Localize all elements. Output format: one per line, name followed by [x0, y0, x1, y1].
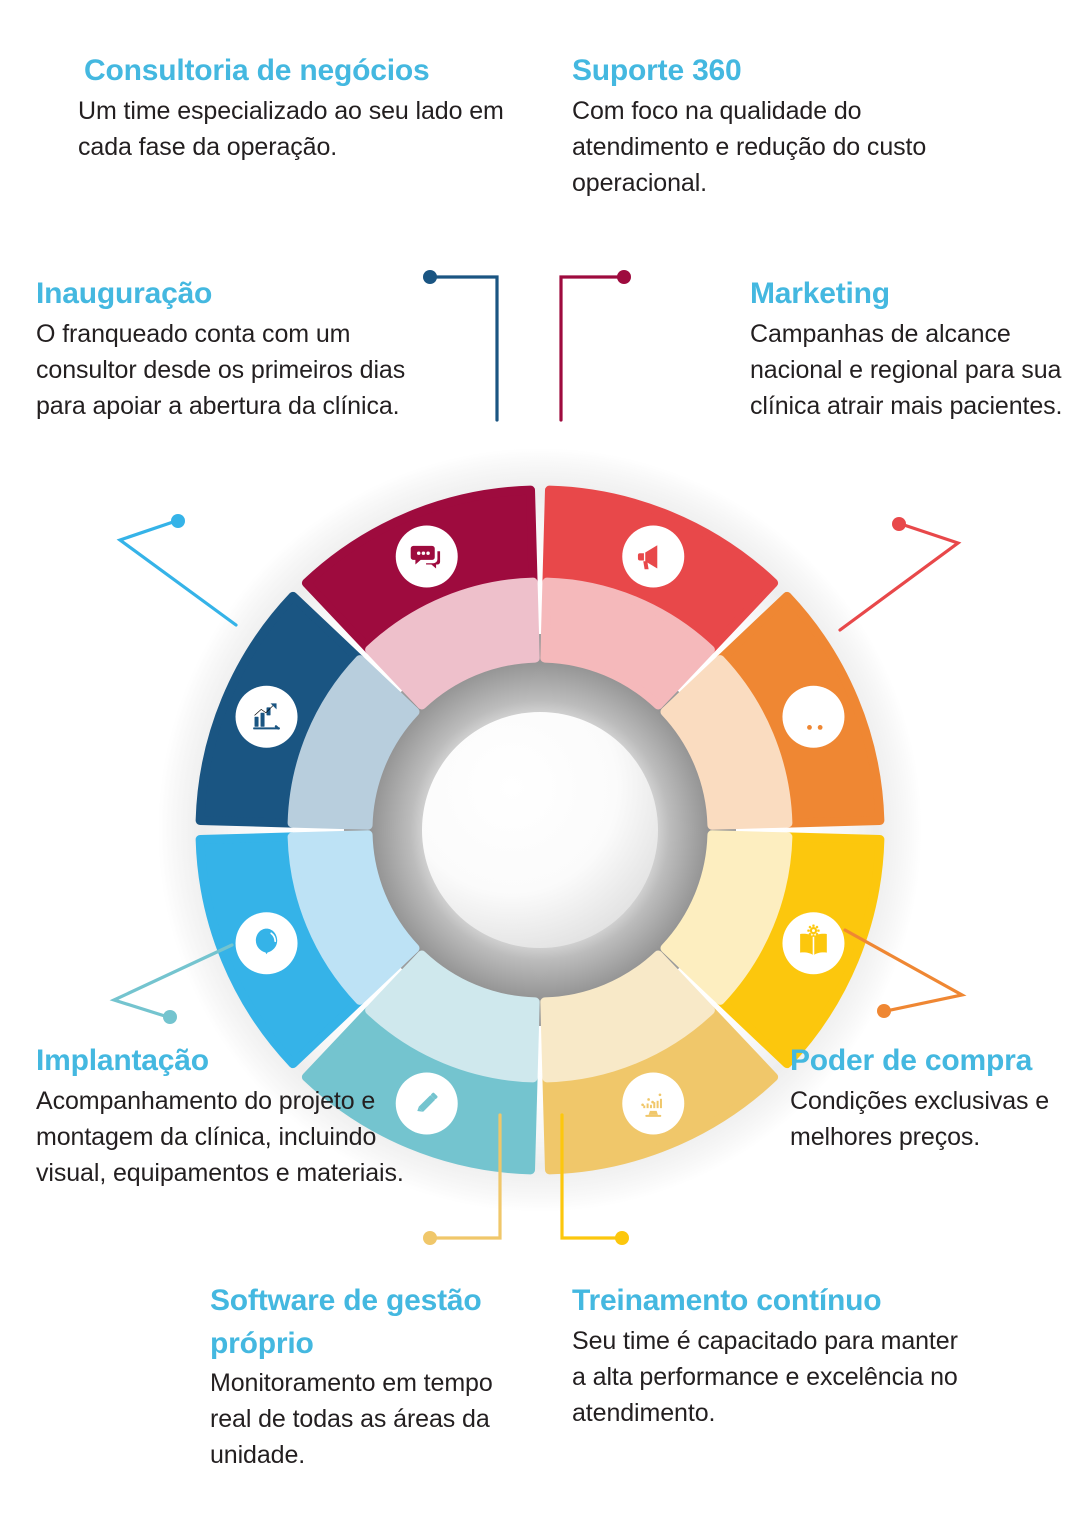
callout-body: Monitoramento em tempo real de todas as … — [210, 1369, 493, 1470]
chart-magnifier-icon — [235, 685, 298, 748]
wheel-segment-light-suporte — [365, 577, 540, 710]
monitor-chart-icon — [622, 1072, 685, 1135]
wheel-segment-light-implantacao — [365, 950, 540, 1083]
callout-title: Consultoria de negócios — [84, 54, 430, 87]
callout-consultoria: Consultoria de negócios Um time especial… — [78, 50, 534, 165]
callout-body: Um time especializado ao seu lado em cad… — [78, 96, 504, 161]
callout-title: Marketing — [750, 277, 890, 310]
callout-body: Condições exclusivas e melhores preços. — [790, 1086, 1050, 1151]
callout-title: Suporte 360 — [572, 54, 742, 87]
callout-suporte-360: Suporte 360 Com foco na qualidade do ate… — [572, 50, 972, 201]
callout-inauguracao: Inauguração O franqueado conta com um co… — [36, 273, 436, 424]
callout-title: Treinamento contínuo — [572, 1284, 882, 1317]
callout-poder-de-compra: Poder de compra Condições exclusivas e m… — [790, 1040, 1080, 1155]
callout-title: Inauguração — [36, 277, 213, 310]
callout-marketing: Marketing Campanhas de alcance nacional … — [750, 273, 1080, 424]
callout-title: Software de gestão próprio — [210, 1284, 482, 1360]
wheel-segment-light-marketing — [540, 577, 715, 710]
wheel-segment-light-poder-de-compra — [660, 655, 793, 830]
callout-body: O franqueado conta com um consultor desd… — [36, 319, 406, 420]
callout-title: Poder de compra — [790, 1044, 1033, 1077]
process-wheel — [108, 398, 972, 1262]
callout-body: Acompanhamento do projeto e montagem da … — [36, 1086, 404, 1187]
book-gear-icon — [782, 912, 845, 975]
wheel-segment-light-treinamento — [660, 830, 793, 1005]
callout-body: Campanhas de alcance nacional e regional… — [750, 319, 1063, 420]
hub-center — [422, 712, 658, 948]
megaphone-icon — [622, 525, 685, 588]
wheel-segment-light-inauguracao — [287, 830, 420, 1005]
callout-body: Seu time é capacitado para manter a alta… — [572, 1326, 958, 1427]
callout-body: Com foco na qualidade do atendimento e r… — [572, 96, 927, 197]
callout-treinamento-continuo: Treinamento contínuo Seu time é capacita… — [572, 1280, 972, 1431]
balloon-icon — [235, 912, 298, 975]
chat-bubbles-icon — [395, 525, 458, 588]
callout-software-gestao: Software de gestão próprio Monitoramento… — [210, 1280, 530, 1473]
shopping-cart-icon — [782, 685, 845, 748]
callout-implantacao: Implantação Acompanhamento do projeto e … — [36, 1040, 436, 1191]
callout-title: Implantação — [36, 1044, 209, 1077]
wheel-segment-light-software — [540, 950, 715, 1083]
gear-hub — [308, 598, 772, 1062]
wheel-segment-light-consultoria — [287, 655, 420, 830]
